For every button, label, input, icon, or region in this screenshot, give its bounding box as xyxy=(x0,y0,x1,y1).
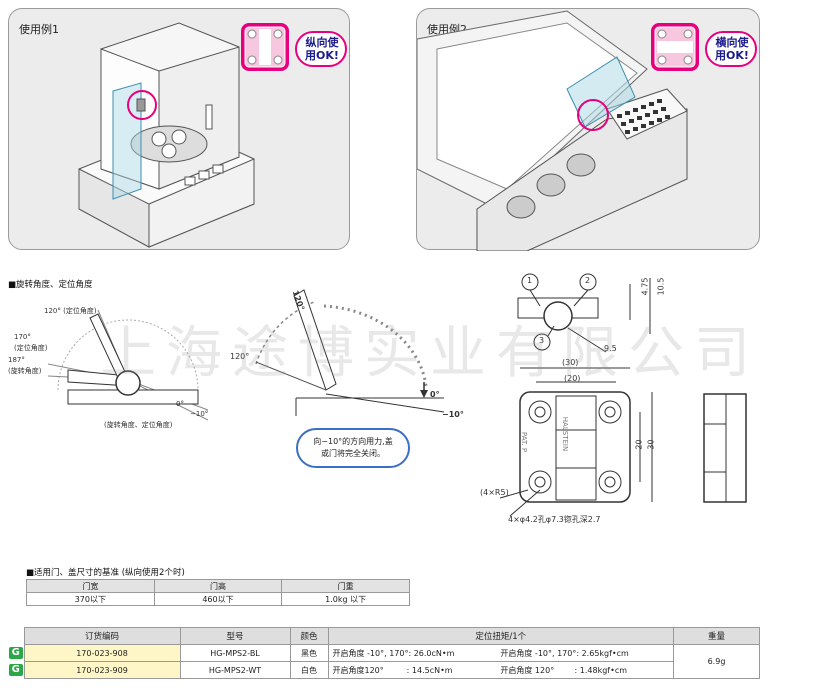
size-cell-weight: 1.0kg 以下 xyxy=(281,592,410,606)
closing-neg10-label: −10° xyxy=(442,410,464,419)
closing-0-label: 0° xyxy=(430,390,440,399)
plate-marking-2: PAT. P xyxy=(520,431,529,453)
weight-cell: 6.9g xyxy=(673,644,760,679)
size-table: 门宽 门高 门重 370以下 460以下 1.0kg 以下 xyxy=(26,579,410,606)
table-row: G 170-023-908 HG-MPS2-BL 黑色 开启角度 -10°, 1… xyxy=(8,644,760,679)
hinge-icon xyxy=(654,26,696,68)
order-code-cell: 170-023-908 xyxy=(23,644,181,662)
angle-rotation-caption: (旋转角度、定位角度) xyxy=(104,421,173,429)
vertical-ok-badge xyxy=(241,23,289,71)
icon-col-header xyxy=(8,627,24,645)
torque-kgf-cell: 开启角度 120° : 1.48kgf•cm xyxy=(496,661,675,679)
technical-drawing xyxy=(499,273,747,517)
color-cell: 黑色 xyxy=(289,644,329,662)
vertical-ok-bubble xyxy=(295,31,347,67)
model-cell: HG-MPS2-BL xyxy=(179,644,291,662)
dim-holes: 4×φ4.2孔φ7.3锪孔深2.7 xyxy=(508,515,601,524)
dim-4-75: 4.75 xyxy=(640,277,650,296)
color-cell: 白色 xyxy=(289,661,329,679)
closing-callout xyxy=(296,428,410,468)
header-color: 颜色 xyxy=(289,627,329,645)
horizontal-ok-text: 横向使 用OK! xyxy=(715,36,749,62)
dim-30-width: (30) xyxy=(562,358,579,367)
callout-line-2: 或门将完全关闭。 xyxy=(321,449,385,458)
dim-10-5: 10.5 xyxy=(656,277,666,296)
angle-187-label: 187° xyxy=(8,356,25,364)
size-table-title: ■适用门、盖尺寸的基准 (纵向使用2个时) xyxy=(26,568,185,578)
torque-cn-cell: 开启角度 -10°, 170°: 26.0cN•m xyxy=(327,644,497,662)
vertical-ok-text: 纵向使 用OK! xyxy=(305,36,339,62)
callout-2: 2 xyxy=(585,276,591,285)
size-header-width: 门宽 xyxy=(26,579,155,593)
plate-marking-1: HALSTEIN xyxy=(561,416,570,452)
angle-neg10-label: −10° xyxy=(190,410,209,418)
header-model: 型号 xyxy=(179,627,291,645)
rotation-angle-diagram xyxy=(47,309,209,421)
angle-section-title: ■旋转角度、定位角度 xyxy=(8,280,93,290)
dim-20-width: (20) xyxy=(564,374,581,383)
angle-170-sub: (定位角度) xyxy=(14,344,48,352)
dim-4xr5: (4×R5) xyxy=(480,488,509,497)
size-header-weight: 门重 xyxy=(281,579,410,593)
angle-170-label: 170° xyxy=(14,333,31,341)
example-1-label: 使用例1 xyxy=(19,23,59,36)
header-weight: 重量 xyxy=(673,627,760,645)
closing-120b-label: 120° xyxy=(230,352,250,361)
torque-cn-cell: 开启角度120° : 14.5cN•m xyxy=(327,661,497,679)
angle-187-sub: (旋转角度) xyxy=(8,367,42,375)
green-g-icon: G xyxy=(8,647,23,659)
example-panel-2: 使用例2 横向使 用OK! xyxy=(416,8,760,251)
angle-0-label: 0° xyxy=(176,400,184,408)
horizontal-ok-bubble xyxy=(705,31,757,67)
size-cell-width: 370以下 xyxy=(26,592,155,606)
size-cell-height: 460以下 xyxy=(153,592,283,606)
order-table: 订货编码 型号 颜色 定位扭矩/1个 重量 G 170-023-908 HG-M… xyxy=(8,627,760,679)
torque-kgf-cell: 开启角度 -10°, 170°: 2.65kgf•cm xyxy=(496,644,675,662)
hinge-icon xyxy=(244,26,286,68)
callout-1: 1 xyxy=(527,276,533,285)
row-icon-cell: G xyxy=(8,662,24,679)
dim-20-height: 20 xyxy=(634,439,644,450)
horizontal-console-illustration xyxy=(417,10,688,251)
header-torque: 定位扭矩/1个 xyxy=(327,627,674,645)
vertical-cabinet-illustration xyxy=(78,22,255,248)
example-panel-1: 使用例1 纵向使 用OK! xyxy=(8,8,350,250)
dim-9-5: 9.5 xyxy=(604,344,617,353)
order-code-cell: 170-023-909 xyxy=(23,661,181,679)
angle-120-label: 120° (定位角度) xyxy=(44,307,97,315)
size-header-height: 门高 xyxy=(153,579,283,593)
callout-line-1: 向−10°的方向用力,盖 xyxy=(313,437,393,446)
horizontal-ok-badge xyxy=(651,23,699,71)
header-order-code: 订货编码 xyxy=(23,627,181,645)
table-row: G 170-023-909 HG-MPS2-WT 白色 开启角度120° : 1… xyxy=(8,661,760,679)
callout-3: 3 xyxy=(539,336,545,345)
model-cell: HG-MPS2-WT xyxy=(179,661,291,679)
closing-direction-diagram xyxy=(255,289,445,416)
dim-30-height: 30 xyxy=(646,439,656,450)
green-g-icon: G xyxy=(8,664,23,676)
row-icon-cell: G xyxy=(8,645,24,662)
